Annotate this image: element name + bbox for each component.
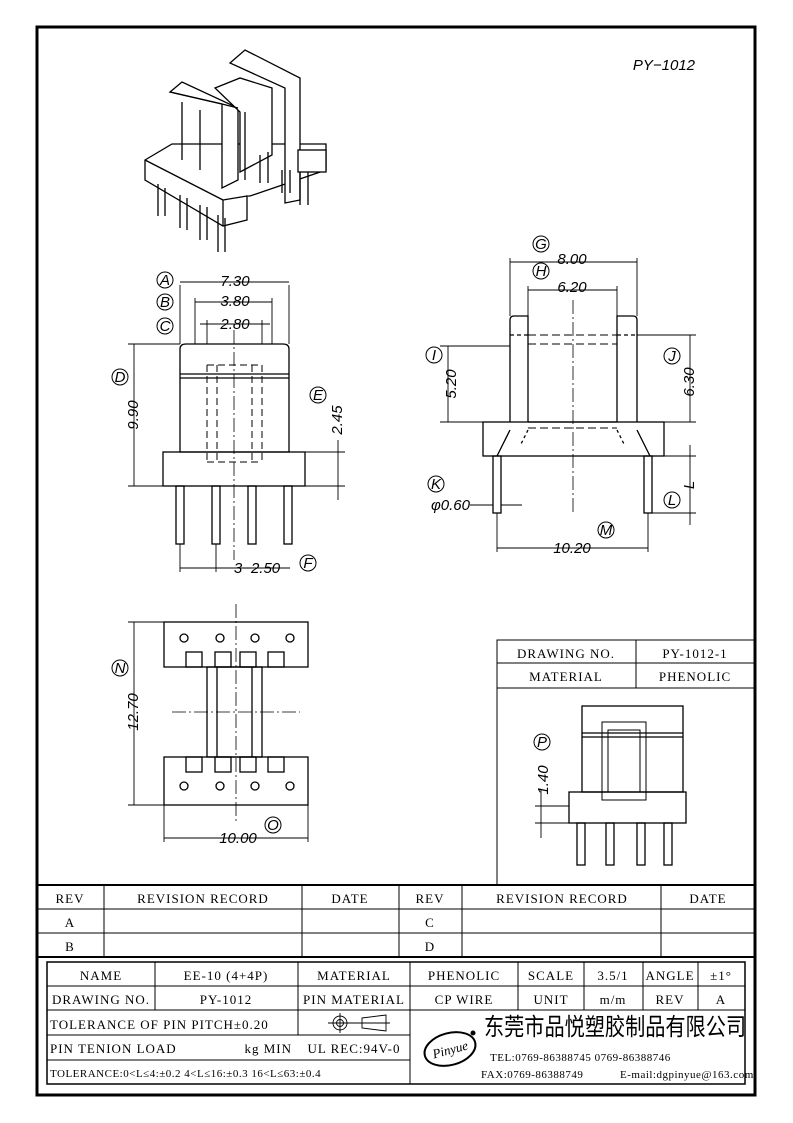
tb-drawing-no-value: PY-1012 [200, 992, 253, 1007]
info-material-label: MATERIAL [529, 669, 603, 684]
tb-unit-value: m/m [600, 992, 627, 1007]
dim-D-value: 9.90 [125, 400, 142, 430]
info-drawing-no-label: DRAWING NO. [517, 646, 615, 661]
company-tel: TEL:0769-86388745 0769-86388746 [490, 1052, 671, 1064]
dim-L-value: L [681, 481, 698, 489]
callout-F: F [303, 555, 313, 572]
tb-angle-label: ANGLE [645, 968, 694, 983]
company-logo-icon: Pinyue [423, 1030, 477, 1067]
tb-scale-label: SCALE [528, 968, 574, 983]
rev-header-left: REV [56, 891, 85, 906]
callout-E: E [313, 387, 324, 404]
projection-symbol-icon [328, 1013, 390, 1033]
tb-tolerance-line: TOLERANCE:0<L≤4:±0.2 4<L≤16:±0.3 16<L≤63… [50, 1068, 321, 1080]
isometric-view [144, 49, 327, 252]
dim-M-value: 10.20 [553, 540, 591, 557]
callout-C: C [160, 318, 171, 335]
dim-O-value: 10.00 [219, 830, 257, 847]
rev-header-right: REV [416, 891, 445, 906]
dim-H-value: 6.20 [557, 279, 587, 296]
dim-P-value: 1.40 [535, 765, 552, 795]
callout-O: O [267, 817, 279, 834]
dim-B-value: 3.80 [220, 293, 250, 310]
date-header-left: DATE [331, 891, 368, 906]
company-name-cn: 东莞市品悦塑胶制品有限公司 [484, 1014, 746, 1041]
side-dimensions [440, 258, 696, 552]
dim-G-value: 8.00 [557, 251, 587, 268]
title-block [46, 961, 746, 1085]
company-email: E-mail:dgpinyue@163.com [620, 1069, 754, 1081]
tb-pin-material-label: PIN MATERIAL [303, 992, 405, 1007]
bottom-view [163, 604, 309, 822]
dim-F-value: 3−2.50 [234, 560, 281, 577]
callout-J: J [667, 348, 676, 365]
tb-rev-value: A [716, 992, 726, 1007]
dim-A-value: 7.30 [220, 273, 250, 290]
callout-L: L [668, 492, 676, 509]
bottom-dimensions [128, 621, 309, 842]
dim-K-value: φ0.60 [431, 497, 471, 514]
callout-A: A [159, 272, 170, 289]
tb-material-value: PHENOLIC [428, 968, 500, 983]
tb-tolerance-pitch: TOLERANCE OF PIN PITCH±0.20 [50, 1017, 269, 1032]
info-side-view [535, 705, 687, 866]
callout-H: H [536, 263, 547, 280]
callout-I: I [432, 347, 436, 364]
sheet-border [35, 25, 757, 1097]
tb-drawing-no-label: DRAWING NO. [52, 992, 150, 1007]
side-view [482, 300, 665, 514]
date-header-right: DATE [689, 891, 726, 906]
dim-I-value: 5.20 [443, 369, 460, 399]
rev-row-d: D [425, 939, 435, 954]
tb-name-label: NAME [80, 968, 122, 983]
tb-unit-label: UNIT [533, 992, 568, 1007]
tb-scale-value: 3.5/1 [597, 968, 628, 983]
dim-N-value: 12.70 [125, 693, 142, 731]
dim-E-value: 2.45 [329, 405, 346, 436]
front-view [162, 330, 306, 560]
callout-K: K [431, 476, 442, 493]
info-material-value: PHENOLIC [659, 669, 731, 684]
callout-N: N [115, 660, 126, 677]
callout-D: D [115, 369, 126, 386]
tb-material-label: MATERIAL [317, 968, 391, 983]
company-fax: FAX:0769-86388749 [481, 1069, 583, 1081]
front-dimensions [128, 281, 345, 572]
dim-C-value: 2.80 [219, 316, 250, 333]
tb-angle-value: ±1° [710, 968, 732, 983]
info-drawing-no-value: PY-1012-1 [662, 646, 727, 661]
revision-table [37, 884, 755, 958]
callout-G: G [535, 236, 547, 253]
logo-text: Pinyue [430, 1038, 470, 1062]
tb-pin-tension-value: kg MIN [244, 1041, 292, 1056]
dim-J-value: 6.30 [681, 367, 698, 397]
rev-row-b: B [65, 939, 75, 954]
tb-rev-label: REV [656, 992, 685, 1007]
rev-row-a: A [65, 915, 75, 930]
callout-P: P [537, 734, 547, 751]
tb-pin-material-value: CP WIRE [435, 992, 494, 1007]
tb-ul: UL REC:94V-0 [307, 1041, 400, 1056]
record-header-left: REVISION RECORD [137, 891, 269, 906]
callout-M: M [600, 522, 613, 539]
tb-pin-tension: PIN TENION LOAD [50, 1041, 177, 1056]
callout-B: B [160, 294, 170, 311]
tb-name-value: EE-10 (4+4P) [184, 968, 269, 983]
drawing-title: PY−1012 [633, 57, 696, 74]
rev-row-c: C [425, 915, 435, 930]
record-header-right: REVISION RECORD [496, 891, 628, 906]
